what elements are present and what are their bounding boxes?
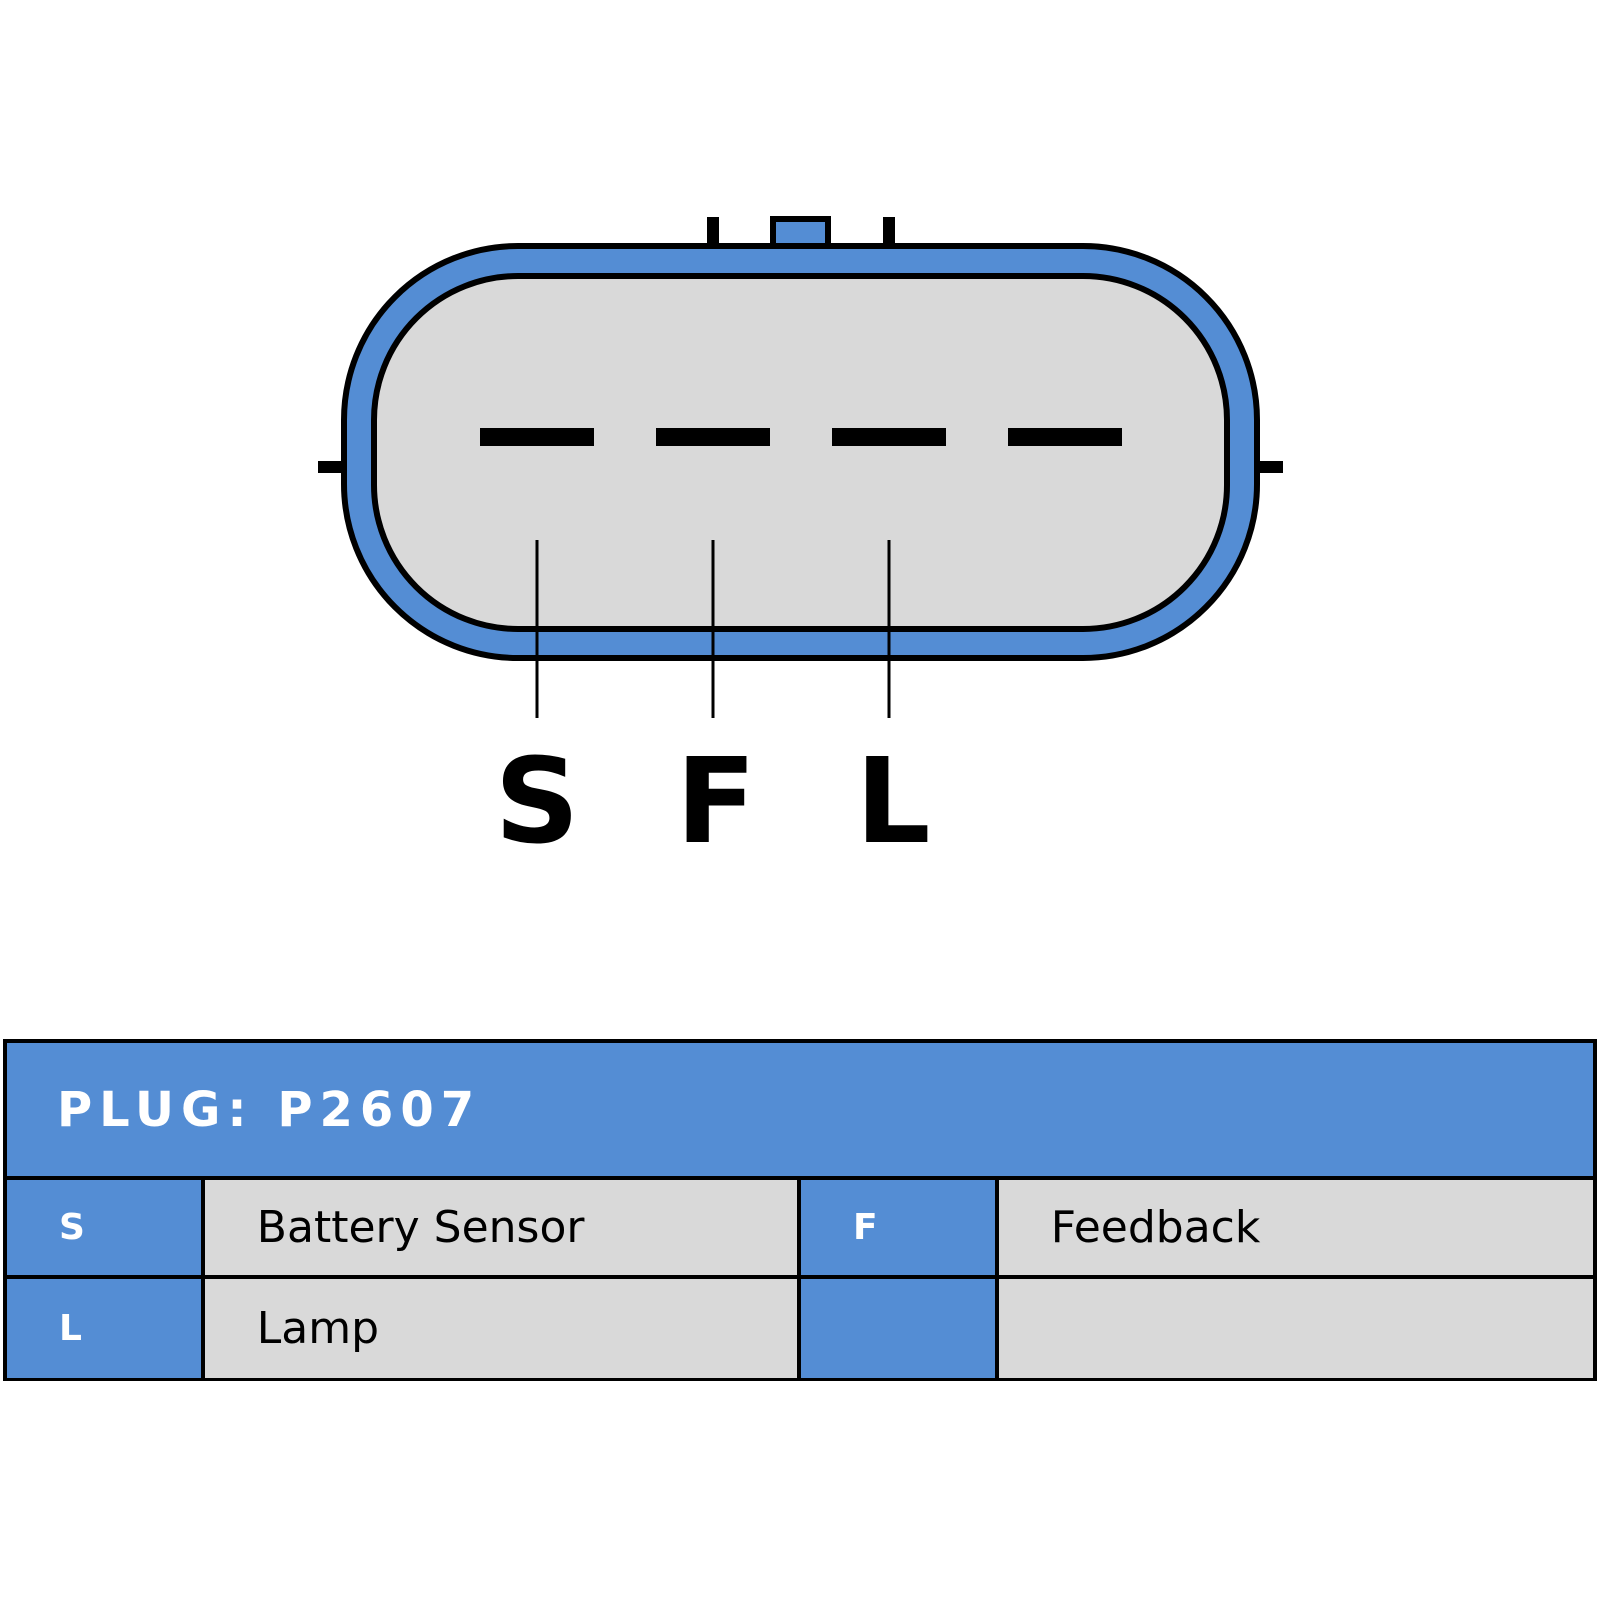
- plug-title: PLUG: P2607: [57, 1081, 482, 1138]
- pin-description-cell: Lamp: [204, 1279, 801, 1378]
- table-header: PLUG: P2607: [7, 1043, 1593, 1180]
- pin-description-cell: [998, 1279, 1593, 1378]
- terminal-slot: [832, 428, 946, 446]
- pinout-table: PLUG: P2607 S Battery Sensor F Feedback …: [3, 1039, 1597, 1381]
- connector-key-tab: [770, 216, 831, 250]
- terminal-slot: [1008, 428, 1122, 446]
- pin-description-cell: Battery Sensor: [204, 1180, 801, 1275]
- pin-label-s: S: [495, 732, 580, 870]
- table-row: L Lamp: [7, 1279, 1593, 1378]
- connector-locator-post-right: [883, 217, 895, 247]
- terminal-slot: [480, 428, 594, 446]
- table-row: S Battery Sensor F Feedback: [7, 1180, 1593, 1279]
- connector-locator-post-left: [707, 217, 719, 247]
- terminal-slot: [656, 428, 770, 446]
- connector-face: [371, 273, 1230, 632]
- pin-description-cell: Feedback: [998, 1180, 1593, 1275]
- pin-code-cell: S: [7, 1180, 205, 1275]
- pin-code-cell: F: [801, 1180, 999, 1275]
- pin-label-f: F: [676, 732, 757, 870]
- connector-diagram: S F L: [318, 216, 1283, 870]
- pin-code-cell: [801, 1279, 999, 1378]
- pin-code-cell: L: [7, 1279, 205, 1378]
- pin-label-l: L: [855, 732, 930, 870]
